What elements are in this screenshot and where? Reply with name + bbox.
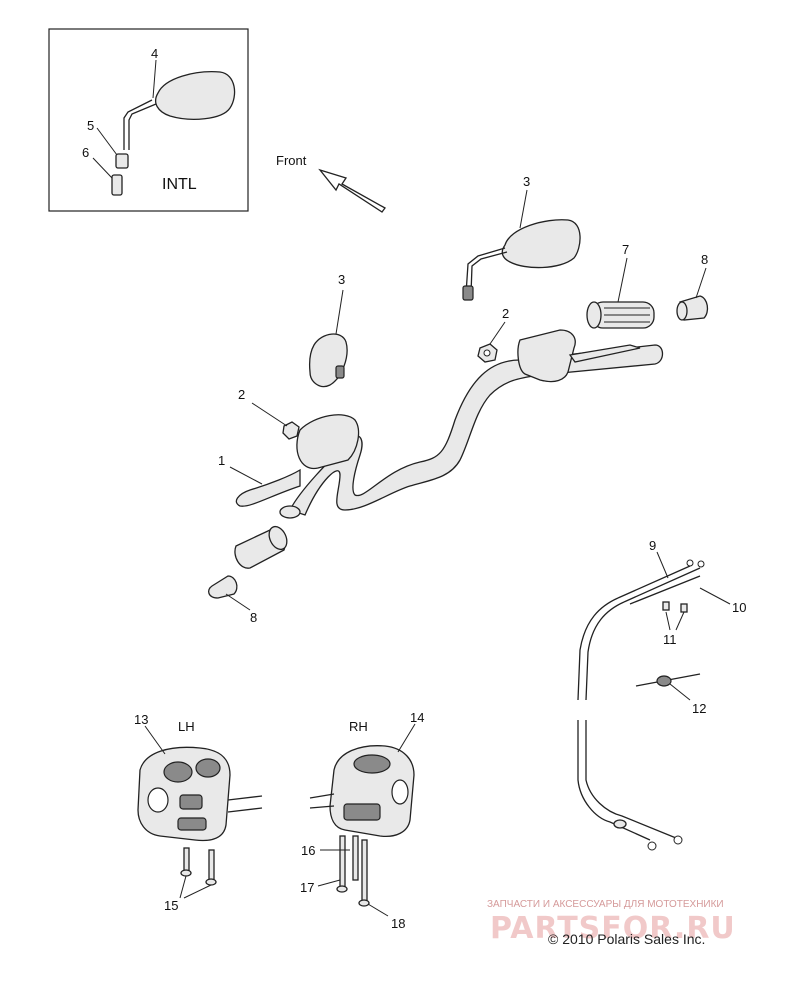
callout-12: 12 — [692, 701, 706, 716]
mirror-right — [462, 219, 581, 301]
callout-8-right: 8 — [701, 252, 708, 267]
handlebar — [279, 344, 664, 519]
clutch-lever — [235, 414, 360, 507]
front-arrow: Front — [276, 153, 386, 213]
watermark-brand: PARTSFOR.RU — [490, 911, 736, 946]
callout-8-left: 8 — [250, 610, 257, 625]
nut-left — [282, 421, 300, 440]
callout-11: 11 — [663, 632, 677, 647]
throttle-cables — [577, 559, 705, 851]
callout-3-right: 3 — [523, 174, 530, 189]
callout-10: 10 — [732, 600, 746, 615]
callout-14: 14 — [410, 710, 424, 725]
grip-left — [234, 525, 288, 569]
callout-13: 13 — [134, 712, 148, 727]
watermark-tagline: ЗАПЧАСТИ И АКСЕССУАРЫ ДЛЯ МОТОТЕХНИКИ — [487, 899, 724, 910]
callout-9: 9 — [649, 538, 656, 553]
callout-6: 6 — [82, 145, 89, 160]
lh-label: LH — [178, 719, 195, 734]
intl-inset: 4 5 6 INTL — [48, 28, 249, 212]
callout-18: 18 — [391, 916, 405, 931]
callout-2-left: 2 — [238, 387, 245, 402]
right-control-housing — [517, 329, 641, 383]
bar-end-right — [676, 295, 709, 321]
callout-1: 1 — [218, 453, 225, 468]
mirror-left — [308, 333, 348, 388]
grip-right — [586, 301, 655, 329]
callout-3-left: 3 — [338, 272, 345, 287]
copyright: © 2010 Polaris Sales Inc. — [548, 931, 705, 947]
front-label: Front — [276, 153, 307, 168]
callout-4: 4 — [151, 46, 158, 61]
callout-15: 15 — [164, 898, 178, 913]
nut-right — [477, 343, 498, 363]
callout-7: 7 — [622, 242, 629, 257]
rh-switch-housing — [309, 745, 415, 838]
callout-17: 17 — [300, 880, 314, 895]
callout-2-right: 2 — [502, 306, 509, 321]
lh-screws — [180, 847, 217, 886]
intl-mirror — [111, 71, 236, 196]
lh-switch-housing — [137, 746, 263, 842]
callout-16: 16 — [301, 843, 315, 858]
bar-end-left — [207, 575, 238, 599]
callout-5: 5 — [87, 118, 94, 133]
rh-label: RH — [349, 719, 368, 734]
rh-screws — [336, 835, 370, 907]
intl-label: INTL — [162, 176, 197, 193]
